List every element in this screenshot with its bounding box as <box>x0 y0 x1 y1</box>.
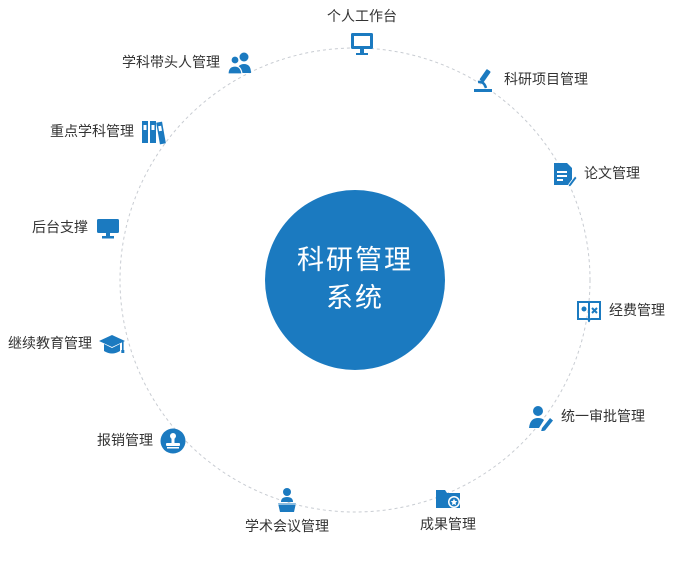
monitor-icon <box>348 30 376 58</box>
node-unified-approval[interactable]: 统一审批管理 <box>527 403 645 431</box>
folder-star-icon <box>434 484 462 512</box>
node-backend-support[interactable]: 后台支撑 <box>32 214 122 242</box>
node-label: 科研项目管理 <box>504 72 588 88</box>
podium-speaker-icon <box>273 486 301 514</box>
node-achievement[interactable]: 成果管理 <box>420 484 476 534</box>
node-label: 经费管理 <box>609 303 665 319</box>
node-label: 学科带头人管理 <box>122 55 220 71</box>
node-label: 学术会议管理 <box>245 519 329 535</box>
node-label: 成果管理 <box>420 517 476 533</box>
node-label: 重点学科管理 <box>50 124 134 140</box>
hub-title-line2: 系统 <box>326 283 384 314</box>
node-label: 报销管理 <box>97 433 153 449</box>
node-label: 继续教育管理 <box>8 336 92 352</box>
users-icon <box>226 49 254 77</box>
node-label: 后台支撑 <box>32 220 88 236</box>
binders-icon <box>140 118 168 146</box>
graduation-cap-icon <box>98 330 126 358</box>
node-label: 统一审批管理 <box>561 409 645 425</box>
document-edit-icon <box>550 160 578 188</box>
node-reimbursement[interactable]: 报销管理 <box>97 427 187 455</box>
center-hub: 科研管理 系统 <box>265 190 445 370</box>
node-label: 个人工作台 <box>327 9 397 25</box>
node-continuing-education[interactable]: 继续教育管理 <box>8 330 126 358</box>
display-icon <box>94 214 122 242</box>
node-academic-conference[interactable]: 学术会议管理 <box>245 486 329 536</box>
node-discipline-leader[interactable]: 学科带头人管理 <box>122 49 254 77</box>
user-edit-icon <box>527 403 555 431</box>
ledger-icon <box>575 297 603 325</box>
node-paper[interactable]: 论文管理 <box>550 160 640 188</box>
node-personal-workbench[interactable]: 个人工作台 <box>327 8 397 58</box>
node-key-discipline[interactable]: 重点学科管理 <box>50 118 168 146</box>
node-research-project[interactable]: 科研项目管理 <box>470 66 588 94</box>
hub-title-line1: 科研管理 <box>297 245 413 276</box>
node-funding[interactable]: 经费管理 <box>575 297 665 325</box>
node-label: 论文管理 <box>584 166 640 182</box>
stamp-icon <box>159 427 187 455</box>
microscope-icon <box>470 66 498 94</box>
